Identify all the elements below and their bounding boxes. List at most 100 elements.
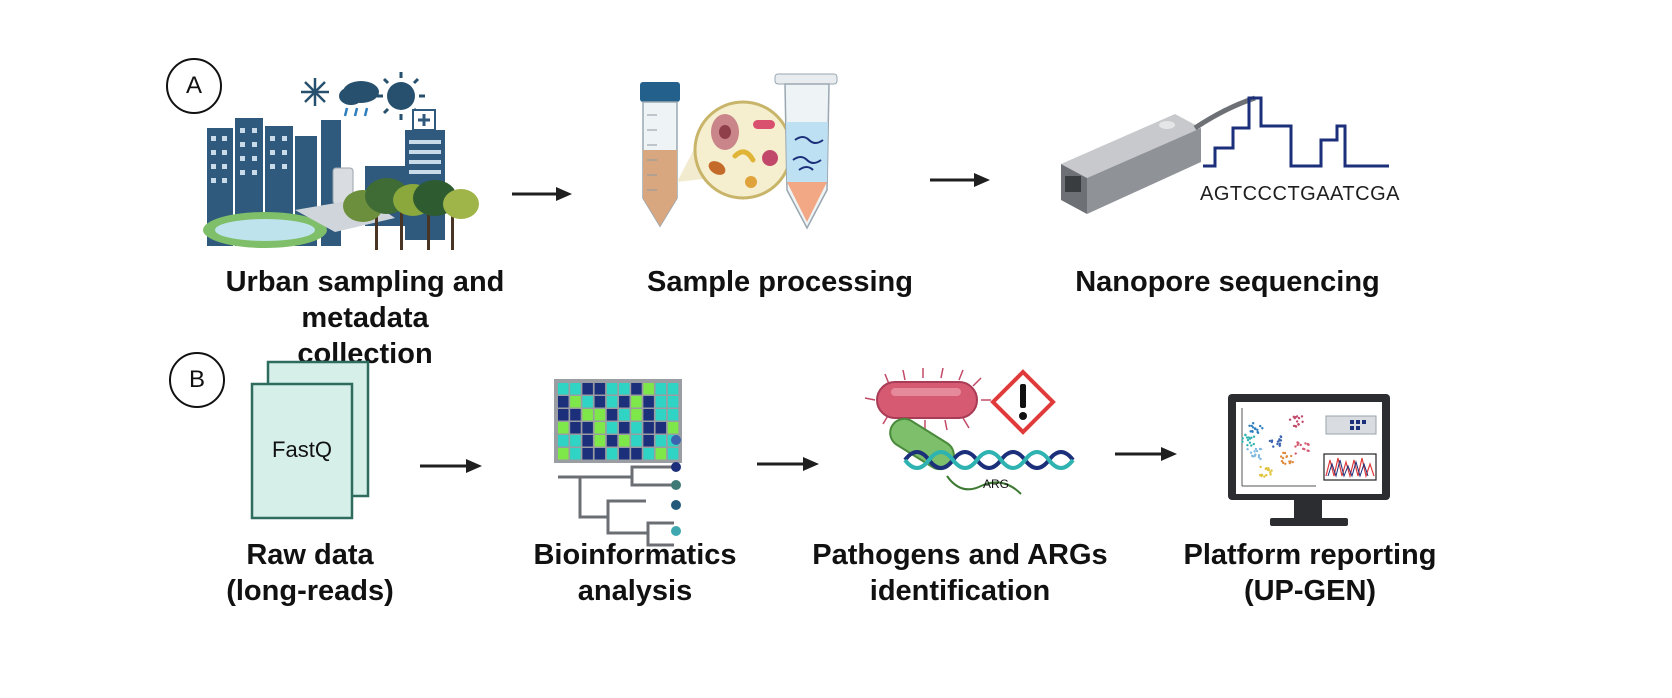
trees — [343, 178, 479, 250]
cluster-point — [1257, 454, 1261, 457]
cluster-point — [1285, 455, 1288, 459]
heatmap-cell — [655, 396, 667, 408]
cluster-point — [1259, 465, 1262, 469]
heatmap-cell — [582, 422, 593, 434]
heatmap-cell — [667, 409, 679, 421]
heatmap-cell — [606, 448, 618, 460]
cluster-point — [1301, 420, 1304, 424]
microtube-icon — [774, 73, 838, 230]
cluster-point — [1251, 422, 1255, 425]
cluster-point — [1284, 462, 1287, 465]
cluster-point — [1252, 435, 1256, 438]
bacterium-flagellated-icon — [864, 367, 991, 431]
cluster-point — [1307, 443, 1310, 447]
heatmap-cell — [631, 383, 642, 395]
cluster-point — [1304, 442, 1307, 445]
chromatogram-trace — [1325, 457, 1375, 479]
heatmap-cell — [619, 409, 630, 421]
cluster-point — [1256, 430, 1259, 434]
cluster-point — [1258, 473, 1262, 477]
arg-label: ARG — [983, 477, 1009, 491]
heatmap-cell — [582, 448, 593, 460]
heatmap-cell — [594, 448, 606, 460]
cluster-point — [1252, 442, 1255, 446]
heatmap-cell — [619, 396, 630, 408]
arrow-b1 — [420, 459, 482, 473]
heatmap-cell — [594, 409, 606, 421]
cluster-point — [1281, 461, 1285, 465]
heatmap-cell — [582, 435, 593, 447]
heatmap-cell — [558, 396, 569, 408]
heatmap-cell — [643, 396, 654, 408]
cluster-plot — [1241, 415, 1310, 478]
cluster-point — [1254, 453, 1257, 456]
cluster-point — [1307, 449, 1310, 453]
phylogenetic-tree — [558, 465, 676, 547]
cluster-point — [1278, 442, 1282, 445]
nanopore-sequencer-illustration: AGTCCCTGAATCGA — [1061, 95, 1400, 214]
cluster-point — [1295, 420, 1299, 423]
cluster-point — [1254, 447, 1258, 451]
cluster-point — [1253, 450, 1256, 453]
arrow-b3 — [1115, 447, 1177, 461]
cluster-point — [1297, 422, 1300, 426]
cluster-point — [1276, 442, 1279, 446]
cluster-point — [1268, 439, 1272, 443]
arrow-a1 — [512, 187, 572, 201]
cluster-point — [1294, 452, 1297, 455]
urban-city-illustration — [203, 72, 479, 250]
dna-helix-icon — [903, 450, 1075, 470]
dna-sequence-text: AGTCCCTGAATCGA — [1200, 183, 1400, 205]
cluster-point — [1270, 439, 1274, 442]
heatmap-cell — [631, 448, 642, 460]
sample-processing-illustration — [640, 73, 838, 230]
heatmap-cell — [619, 448, 630, 460]
heatmap-cell — [619, 422, 630, 434]
heatmap-cell — [643, 383, 654, 395]
cluster-point — [1241, 440, 1244, 443]
heatmap-cell — [570, 396, 581, 408]
heatmap-cell — [667, 396, 679, 408]
cluster-point — [1261, 427, 1264, 430]
cluster-point — [1299, 443, 1302, 447]
cluster-point — [1297, 441, 1300, 445]
step-label-nanopore-sequencing: Nanopore sequencing — [1075, 266, 1380, 298]
cluster-point — [1289, 454, 1293, 458]
heatmap-cell — [655, 435, 667, 447]
cluster-point — [1249, 430, 1252, 433]
hospital-icon — [412, 109, 436, 131]
heatmap-cell — [558, 409, 569, 421]
cluster-point — [1294, 416, 1297, 419]
cluster-point — [1267, 467, 1270, 470]
heatmap-cell — [667, 383, 679, 395]
heatmap-cell — [643, 435, 654, 447]
cluster-point — [1292, 415, 1295, 418]
cluster-point — [1249, 451, 1253, 454]
heatmap-cell — [631, 409, 642, 421]
panel-b-badge: B — [169, 352, 225, 408]
heatmap-cell — [631, 422, 642, 434]
snowflake-icon — [301, 78, 329, 106]
panel-a-badge: A — [166, 58, 222, 114]
heatmap-cell — [594, 396, 606, 408]
cluster-point — [1278, 438, 1281, 441]
cluster-point — [1246, 448, 1249, 451]
cluster-point — [1244, 433, 1247, 437]
cluster-point — [1272, 445, 1275, 448]
step-label-raw-data: Raw data (long-reads) — [226, 539, 394, 607]
cluster-point — [1248, 441, 1252, 444]
heatmap-cell — [570, 422, 581, 434]
step-label-platform: Platform reporting (UP-GEN) — [1183, 539, 1437, 607]
cluster-point — [1279, 435, 1283, 439]
heatmap-cell — [582, 396, 593, 408]
cluster-point — [1251, 430, 1254, 433]
arrow-a2 — [930, 173, 990, 187]
cluster-point — [1246, 443, 1249, 447]
cluster-point — [1301, 447, 1305, 451]
signal-trace — [1203, 96, 1389, 168]
cluster-point — [1294, 445, 1297, 448]
cluster-point — [1250, 454, 1254, 458]
heatmap-cell — [667, 448, 679, 460]
heatmap-cell — [643, 448, 654, 460]
cluster-point — [1255, 449, 1259, 453]
